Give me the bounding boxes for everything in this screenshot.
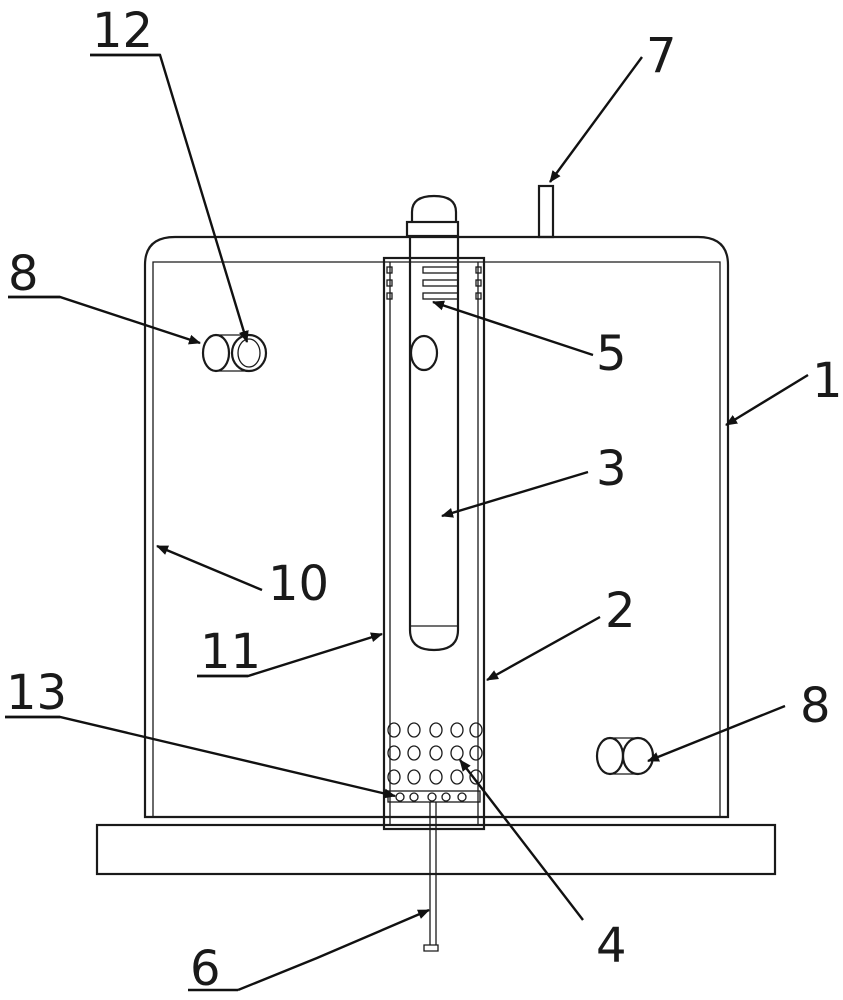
label-6: 6 [190,941,221,997]
central-column [382,256,486,831]
leader-2 [486,615,601,682]
label-10: 10 [268,556,329,612]
leader-13 [5,715,396,799]
drain-pipe [423,802,439,952]
label-7: 7 [646,28,677,84]
leader-10 [156,544,263,592]
leader-lines [5,53,809,992]
leader-12 [90,53,249,343]
left-port [201,333,268,373]
heater-cap [410,194,458,222]
inner-liner [152,261,721,817]
leader-3 [441,470,589,518]
label-8-right: 8 [800,678,831,734]
label-12: 12 [92,3,153,59]
label-8-left: 8 [8,246,39,302]
vent-pipe [537,184,555,239]
leader-8b [647,704,786,763]
heater-collar [405,220,460,238]
leader-1 [725,373,809,427]
right-port [595,736,655,776]
tank-body [143,235,730,819]
label-1: 1 [812,353,843,409]
label-3: 3 [596,441,627,497]
bottom-filter [387,790,481,803]
label-2: 2 [605,583,636,639]
label-13: 13 [6,665,67,721]
leader-4 [459,759,584,921]
leader-7 [549,56,643,183]
leader-5 [432,300,594,357]
heater-tube [408,236,460,652]
leader-6 [237,908,430,992]
leader-8a [8,295,201,345]
label-4: 4 [596,918,627,974]
perforations [387,722,483,785]
label-11: 11 [200,624,261,680]
sealed-plug [230,333,268,373]
sight-port [409,334,439,372]
upper-slots [386,266,482,300]
label-5: 5 [596,326,627,382]
